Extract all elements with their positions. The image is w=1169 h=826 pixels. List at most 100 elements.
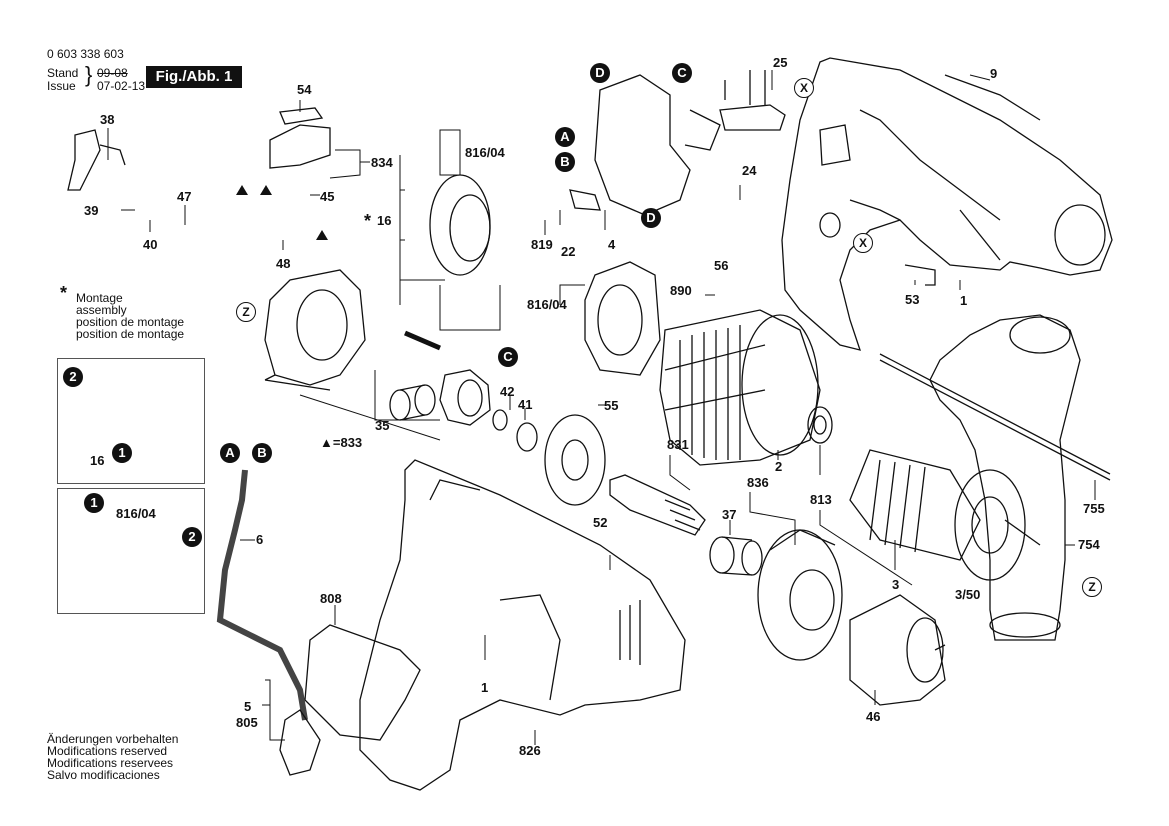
issue-date: 07-02-13 xyxy=(97,79,146,93)
part-label-55: 55 xyxy=(604,398,619,413)
brush-ring-part xyxy=(584,261,661,376)
part-label-754: 754 xyxy=(1078,537,1100,552)
part-label-35: 35 xyxy=(375,418,390,433)
part-label-53: 53 xyxy=(905,292,920,307)
inset-part-label-816-04: 816/04 xyxy=(116,506,156,521)
part-label-16: 16 xyxy=(377,213,392,228)
figure-label: Fig./Abb. 1 xyxy=(146,66,242,88)
callout-step-1-inset2: 1 xyxy=(84,493,104,513)
main-housing-part xyxy=(359,459,686,791)
part-label-3: 3 xyxy=(892,577,900,592)
inset-carbon-brush-install xyxy=(57,488,205,614)
stator-part xyxy=(659,309,821,466)
part-label-836: 836 xyxy=(747,475,769,490)
disclaimer-en: Modifications reserved xyxy=(47,744,168,758)
cord-part xyxy=(216,469,321,776)
callout-b-cord: B xyxy=(252,443,272,463)
triangle-icon xyxy=(236,185,248,195)
part-label-831: 831 xyxy=(667,437,689,452)
part-label-48: 48 xyxy=(276,256,291,271)
part-number: 0 603 338 603 xyxy=(47,47,124,61)
gear-housing-part xyxy=(757,529,843,661)
callout-step-2-inset1: 2 xyxy=(63,367,83,387)
triangle-icon xyxy=(260,185,272,195)
callout-c-wire: C xyxy=(498,347,518,367)
rear-handle-part xyxy=(929,314,1081,641)
triangle-icon xyxy=(316,230,328,240)
part-label-3-50: 3/50 xyxy=(955,587,981,602)
spindle-part xyxy=(609,474,706,536)
brush-holder-part xyxy=(429,174,491,276)
part-label-45: 45 xyxy=(320,189,335,204)
hook-part xyxy=(904,264,936,286)
disclaimer-fr: Modifications reservees xyxy=(47,756,174,770)
part-label-41: 41 xyxy=(518,397,533,412)
assembly-note-en: assembly xyxy=(76,303,127,317)
part-label-816-04-top: 816/04 xyxy=(465,145,505,160)
part-label-22: 22 xyxy=(561,244,576,259)
part-label-38: 38 xyxy=(100,112,115,127)
assembly-star-icon: * xyxy=(60,283,68,303)
date-brace: } xyxy=(85,62,93,87)
part-label-52: 52 xyxy=(593,515,608,530)
part-label-1-rear: 1 xyxy=(960,293,968,308)
actuator-part xyxy=(719,104,786,131)
part-label-24: 24 xyxy=(742,163,757,178)
issue-label: Issue xyxy=(47,79,76,93)
cover-part xyxy=(269,107,331,169)
part-label-25: 25 xyxy=(773,55,788,70)
part-label-1-front: 1 xyxy=(481,680,489,695)
assembly-note-fr: position de montage xyxy=(76,315,185,329)
callout-z-right: Z xyxy=(1082,577,1102,597)
stand-date: 09-08 xyxy=(97,66,128,80)
bearing-plate-part xyxy=(264,269,366,391)
callout-z-left: Z xyxy=(236,302,256,322)
leader-lines xyxy=(107,70,1096,745)
part-label-42: 42 xyxy=(500,384,515,399)
gear-part xyxy=(492,409,606,506)
callout-step-1-inset1: 1 xyxy=(112,443,132,463)
housing-shell-part xyxy=(781,57,1113,351)
callout-x-top: X xyxy=(794,78,814,98)
callout-x-mid: X xyxy=(853,233,873,253)
handle-cover-part xyxy=(304,624,421,741)
callout-a-cord: A xyxy=(220,443,240,463)
part-label-4: 4 xyxy=(608,237,616,252)
part-label-808: 808 xyxy=(320,591,342,606)
part-label-813: 813 xyxy=(810,492,832,507)
part-label-47: 47 xyxy=(177,189,192,204)
pin-part xyxy=(404,330,441,351)
assembly-note-de: Montage xyxy=(76,291,123,305)
part-label-37: 37 xyxy=(722,507,737,522)
part-label-39: 39 xyxy=(84,203,99,218)
disclaimer-es: Salvo modificaciones xyxy=(47,768,160,782)
triangle-note-833: ▲=833 xyxy=(320,435,363,450)
actuator-stem-part xyxy=(724,70,766,105)
part-label-5: 5 xyxy=(244,699,252,714)
part-label-40: 40 xyxy=(143,237,158,252)
part-label-890: 890 xyxy=(670,283,692,298)
armature-part xyxy=(849,449,1041,581)
inset-part-label-16: 16 xyxy=(90,453,105,468)
needle-bearing-part xyxy=(389,384,436,421)
assembly-star-icon: * xyxy=(364,211,372,231)
clutch-part xyxy=(439,369,491,426)
callout-c-top: C xyxy=(672,63,692,83)
chuck-part xyxy=(849,594,946,706)
part-label-46: 46 xyxy=(866,709,881,724)
depth-rod-part xyxy=(879,353,1111,481)
triangle-markers xyxy=(236,185,328,240)
part-label-816-04-bottom: 816/04 xyxy=(527,297,567,312)
part-label-819: 819 xyxy=(531,237,553,252)
part-label-2: 2 xyxy=(775,459,783,474)
lever-part xyxy=(67,129,126,191)
part-label-805: 805 xyxy=(236,715,258,730)
part-label-755: 755 xyxy=(1083,501,1105,516)
part-label-834: 834 xyxy=(371,155,393,170)
stand-label: Stand xyxy=(47,66,79,80)
part-label-56: 56 xyxy=(714,258,729,273)
assembly-note-es: position de montage xyxy=(76,327,185,341)
part-label-6: 6 xyxy=(256,532,264,547)
sleeve-part xyxy=(709,536,763,576)
